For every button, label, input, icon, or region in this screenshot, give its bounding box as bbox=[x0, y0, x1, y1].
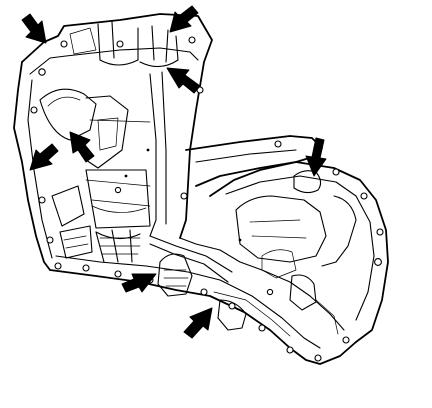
case-outline bbox=[13, 13, 389, 365]
callout-arrow-1 bbox=[21, 13, 47, 44]
callout-arrow-2 bbox=[169, 5, 199, 33]
callout-arrow-5 bbox=[29, 143, 59, 171]
callout-arrow-6 bbox=[305, 137, 327, 177]
callout-arrows bbox=[21, 5, 327, 339]
callout-arrow-8 bbox=[183, 307, 213, 339]
callout-arrow-4 bbox=[69, 131, 95, 163]
callout-arrow-7 bbox=[121, 273, 157, 293]
callout-arrow-3 bbox=[166, 67, 201, 94]
